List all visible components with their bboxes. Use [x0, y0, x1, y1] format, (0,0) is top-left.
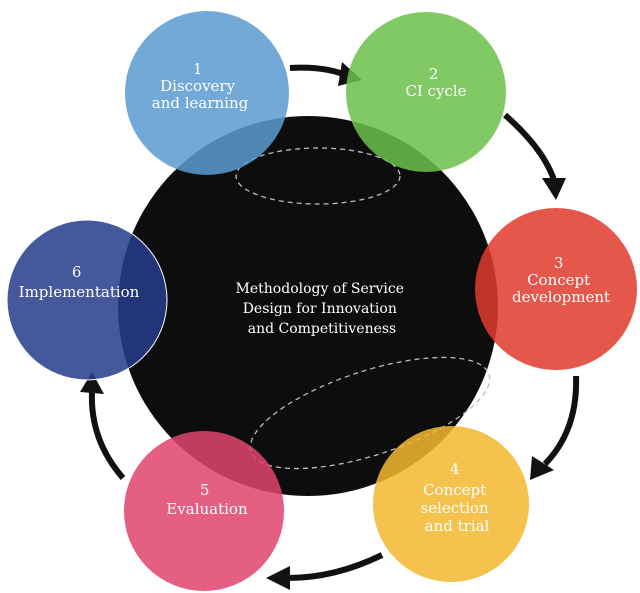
- stage-5-label: 5 Evaluation: [166, 481, 248, 518]
- stage-6-circle: [6, 219, 168, 381]
- stage-4-line-3: and trial: [425, 517, 490, 535]
- center-title-line-2: Design for Innovation: [243, 301, 397, 317]
- stage-2-line-1: CI cycle: [405, 82, 466, 100]
- stage-3-label: 3 Concept development: [512, 254, 610, 306]
- arrow-5-to-6: [88, 391, 126, 480]
- stage-5-line-1: Evaluation: [166, 500, 248, 518]
- arrow-5-to-6-head: [80, 372, 104, 394]
- stage-4-circle: [373, 426, 529, 582]
- stage-5-number: 5: [200, 481, 210, 499]
- stage-2-number: 2: [429, 65, 439, 83]
- center-title-line-1: Methodology of Service: [236, 281, 404, 297]
- stage-6-label: 6 Implementation: [19, 263, 140, 301]
- center-title: Methodology of Service Design for Innova…: [236, 281, 409, 337]
- dashed-ellipse-top: [235, 147, 401, 205]
- stage-1-label: 1 Discovery and learning: [152, 60, 249, 112]
- stage-3-number: 3: [554, 254, 564, 272]
- arrow-1-to-2: [289, 64, 350, 79]
- arrow-4-to-5: [287, 552, 384, 581]
- arrow-3-to-4-head: [530, 456, 554, 480]
- stage-2-label: 2 CI cycle: [405, 65, 466, 100]
- stage-1-line-2: and learning: [152, 94, 249, 112]
- stage-4-line-2: selection: [421, 499, 490, 517]
- stage-1-circle: [125, 11, 289, 175]
- stage-1-line-1: Discovery: [160, 77, 235, 95]
- stage-2-circle: [346, 12, 506, 172]
- arrow-3-to-4: [542, 375, 580, 467]
- stage-circles: [6, 11, 637, 591]
- stage-1-number: 1: [193, 60, 203, 78]
- stage-3-line-1: Concept: [527, 271, 590, 289]
- stage-4-line-1: Concept: [423, 481, 486, 499]
- stage-4-label: 4 Concept selection and trial: [421, 460, 494, 535]
- stage-6-number: 6: [72, 263, 82, 281]
- stage-6-line-1: Implementation: [19, 283, 140, 301]
- stage-5-circle: [124, 431, 284, 591]
- center-title-line-3: and Competitiveness: [248, 321, 397, 337]
- arrow-2-to-3: [503, 112, 558, 184]
- arrow-2-to-3-head: [542, 178, 566, 200]
- stage-4-number: 4: [450, 460, 460, 478]
- center-circle: [118, 116, 498, 496]
- stage-3-circle: [475, 208, 637, 370]
- arrow-4-to-5-head: [266, 566, 290, 590]
- stage-3-line-2: development: [512, 288, 610, 306]
